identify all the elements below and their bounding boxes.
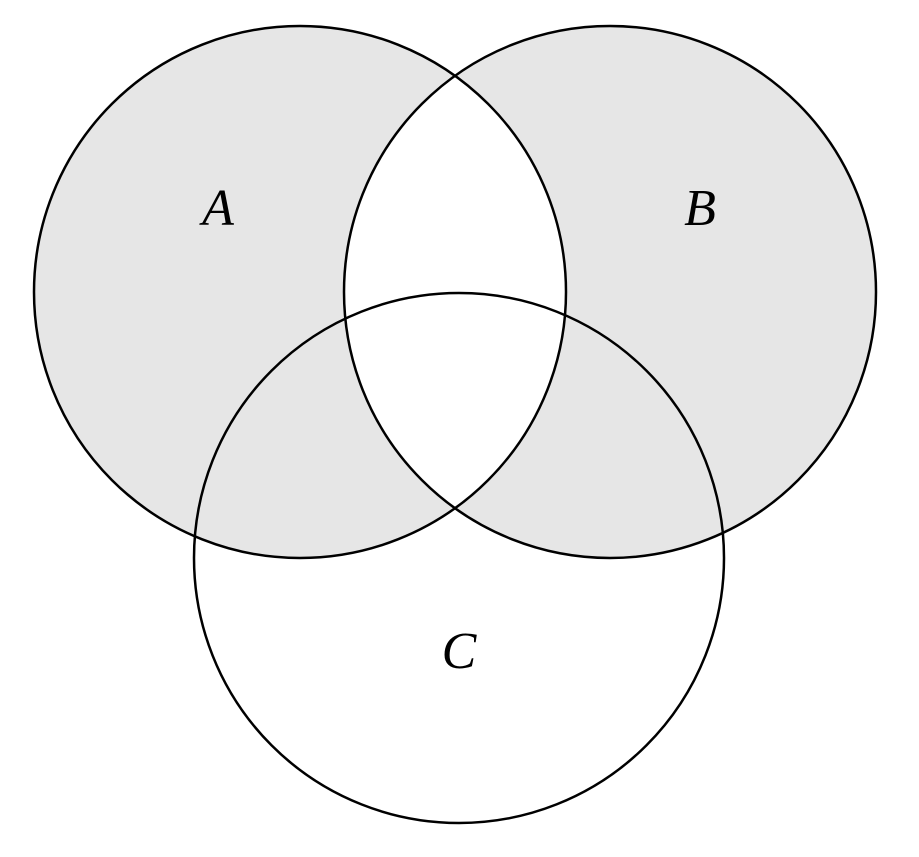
shaded-region-symmetric-difference-ab <box>34 26 876 558</box>
set-label-b: B <box>684 180 716 237</box>
set-label-a: A <box>199 180 234 237</box>
set-label-c: C <box>442 623 478 680</box>
circle-set-c <box>192 291 726 825</box>
circle-set-b <box>342 24 878 560</box>
circle-set-a <box>32 24 568 560</box>
